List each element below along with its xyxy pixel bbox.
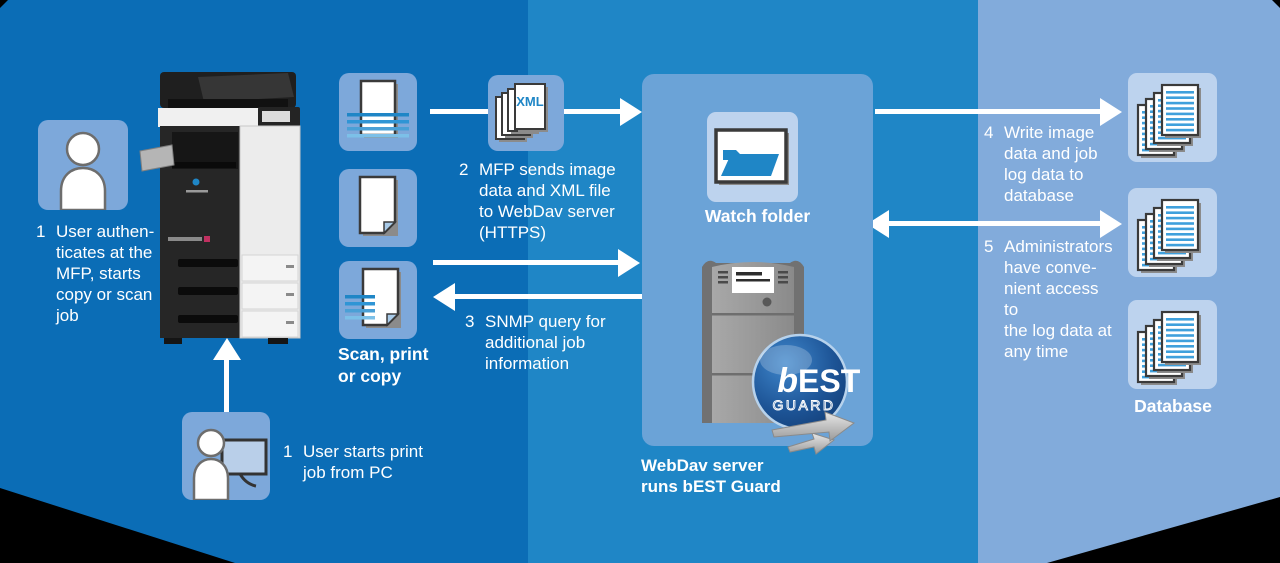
database-files-icon (1136, 83, 1201, 158)
best-guard-logo-icon: b EST GUARD (751, 333, 861, 455)
logo-est-text: EST (798, 363, 861, 399)
pc-user-tile (182, 412, 270, 500)
scan-tile (339, 73, 417, 151)
logo-b-text: b (777, 362, 798, 400)
webdav-server-label: WebDav server runs bEST Guard (641, 456, 781, 496)
scan-document-icon (347, 79, 409, 138)
mfp-image (138, 69, 306, 345)
watch-folder-label: Watch folder (704, 206, 811, 226)
watch-folder-icon (714, 128, 789, 185)
print-tile (339, 169, 417, 247)
step-print-from-pc: 1 User starts print job from PC (283, 442, 423, 482)
user-tile (38, 120, 128, 210)
user-pc-icon (192, 428, 268, 500)
print-document-icon (358, 175, 398, 236)
step-snmp: 3 SNMP query for additional job informat… (465, 312, 606, 373)
best-guard-logo: b EST GUARD (748, 330, 862, 456)
copy-document-icon (345, 267, 401, 328)
database-files-icon (1136, 310, 1201, 385)
step-mfp-sends: 2 MFP sends image data and XML file to W… (459, 160, 616, 242)
step-write-database: 4 Write image data and job log data to d… (984, 123, 1098, 205)
database-tile-3 (1128, 300, 1217, 389)
database-label: Database (1134, 396, 1212, 416)
mfp-printer-icon (139, 72, 301, 344)
step-authenticate: 1 User authen- ticates at the MFP, start… (36, 222, 155, 325)
step-admin-access: 5 Administrators have conve- nient acces… (984, 237, 1113, 361)
copy-tile (339, 261, 417, 339)
xml-tile: XML (488, 75, 564, 151)
database-files-icon (1136, 198, 1201, 273)
database-tile-2 (1128, 188, 1217, 277)
xml-files-icon: XML (495, 83, 548, 142)
database-tile-1 (1128, 73, 1217, 162)
xml-text: XML (516, 94, 544, 109)
watch-folder-tile (707, 112, 798, 202)
user-icon (59, 131, 107, 210)
logo-guard-text: GUARD (772, 397, 835, 413)
scan-print-copy-label: Scan, print or copy (338, 344, 429, 386)
